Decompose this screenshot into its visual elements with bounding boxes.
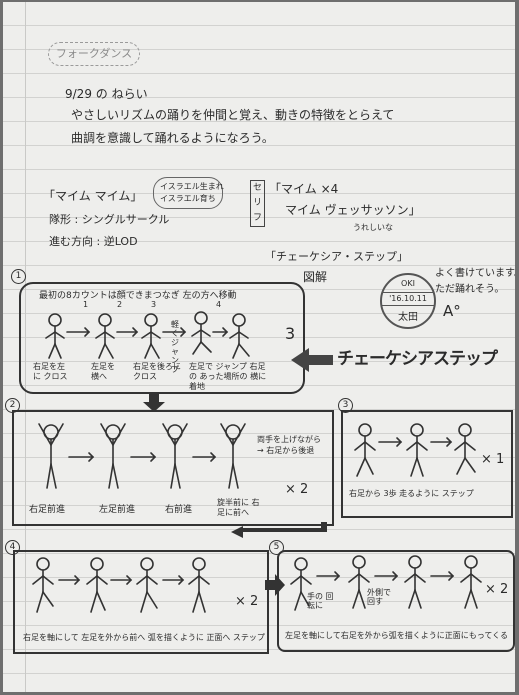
step-1-box [19,282,305,394]
origin-note-1: イスラエル生まれ [160,182,224,191]
count-4: 4 [216,300,222,309]
figure-4-2 [86,557,108,613]
serif-line-2: マイム ヴェッサッソン」 [285,203,421,217]
figure-3-3 [454,423,476,475]
step-2-label-2: 左足前進 [99,505,136,515]
notebook-page: フォークダンス 9/29 の ねらい やさしいリズムの踊りを仲間と覚え、動きの特… [3,2,515,692]
teacher-comment-1: よく書けています。 [435,268,515,279]
step-3-box [341,410,513,518]
figure-4-3 [136,557,158,613]
figure-1-2 [95,313,115,359]
serif-line-1: 「マイム ×4 [269,182,339,196]
jump-annotation: 軽く ジャンプ [171,320,179,374]
step-3-number: 3 [338,398,353,413]
figure-1-1 [45,313,65,359]
count-2: 2 [117,300,123,309]
margin-line [25,2,26,692]
step-2-label-1: 右足前進 [29,505,66,515]
teacher-comment-2: ただ踊れそう。 [435,284,505,295]
dance-name: 「マイム マイム」 [43,189,143,203]
figure-5-2 [348,555,370,609]
figure-1-3 [141,313,161,359]
step-4-caption: 右足を軸にして 左足を外から前へ 弧を描くように 正面へ ステップ [23,633,265,642]
aim-heading: 9/29 の ねらい [65,87,148,101]
step-2-arrows [68,452,217,462]
origin-note-2: イスラエル育ち [160,194,216,203]
step-3-caption: 右足から 3歩 走るように ステップ [349,489,474,498]
figure-3-2 [406,423,428,477]
formation: 隊形 : シングルサークル [49,213,170,226]
grade: A° [443,302,461,320]
step-2-box [12,410,334,526]
figure-5-1 [290,557,312,611]
step-2-label-3: 右前進 [165,505,193,515]
step-5-figures [290,555,482,611]
serif-label: セリフ [250,180,265,227]
step-2-figures [38,423,327,538]
step-3-multiplier: × 1 [481,452,505,467]
step-2-multiplier: × 2 [285,482,309,497]
step-2-side-note: 両手を上げながら → 右足から後退 [257,435,321,455]
step-1-arrows [66,327,229,337]
step-3-figures [354,423,476,477]
step-5-note-a: 手の 回転に [307,592,334,610]
step-4-arrows [58,575,185,585]
aim-line-2: 曲調を意識して踊れるようになろう。 [71,131,274,145]
step-5-caption: 左足を軸にして右足を外から弧を描くように正面にもってくる [285,631,508,640]
step-5-multiplier: × 2 [485,582,509,597]
figure-4-1 [32,557,54,613]
banner-arrow [291,348,333,372]
step-5-box [277,550,515,652]
approval-stamp: OKI '16.10.11 太田 [380,273,436,329]
figure-2-1 [38,423,64,489]
figure-1-5 [229,313,250,359]
step-1-label-d: 左足で ジャンプ 右足の あった場所の 横に 着地 [189,362,267,391]
diagram-heading-1: 「チェーケシア・ステップ」 [265,250,408,263]
count-3: 3 [151,300,157,309]
direction: 進む方向 : 逆LOD [49,235,138,248]
figure-5-4 [460,555,482,609]
step-4-multiplier: × 2 [235,594,259,609]
step-banner: チェーケシアステップ [337,349,498,369]
step-1-number: 1 [11,269,26,284]
figure-3-1 [354,423,376,477]
step-1-repeat: 3 [285,324,296,343]
step-1-label-c: 右足を後ろに クロス [133,362,181,381]
step-5-note-b: 外側で 回す [367,588,391,606]
figure-2-2 [100,423,126,489]
count-1: 1 [83,300,89,309]
step-1-figures [45,311,333,412]
origin-note-bubble [153,177,223,209]
figure-4-4 [188,557,210,613]
step-4-box [13,550,269,654]
diagram-heading-2: 図解 [303,270,328,284]
step-2-label-4: 旋半前に 右足に前へ [217,498,260,517]
step-1-label-a: 右足を左に クロス [33,362,68,381]
figure-2-3 [162,423,188,489]
step-1-label-b: 左足を 横へ [91,362,115,381]
title-tag: フォークダンス [48,42,140,66]
figure-2-4 [220,423,246,489]
figure-1-4 [191,311,212,355]
step-5-arrows [316,571,455,581]
step-3-arrows [378,437,453,447]
figure-5-3 [404,555,426,609]
aim-line-1: やさしいリズムの踊りを仲間と覚え、動きの特徴をとらえて [71,108,395,122]
serif-line-3: うれしいな [353,223,393,232]
step-1-instruction: 最初の8カウントは顔できまつなぎ 左の方へ移動 [39,291,237,301]
step-4-figures [32,557,285,613]
